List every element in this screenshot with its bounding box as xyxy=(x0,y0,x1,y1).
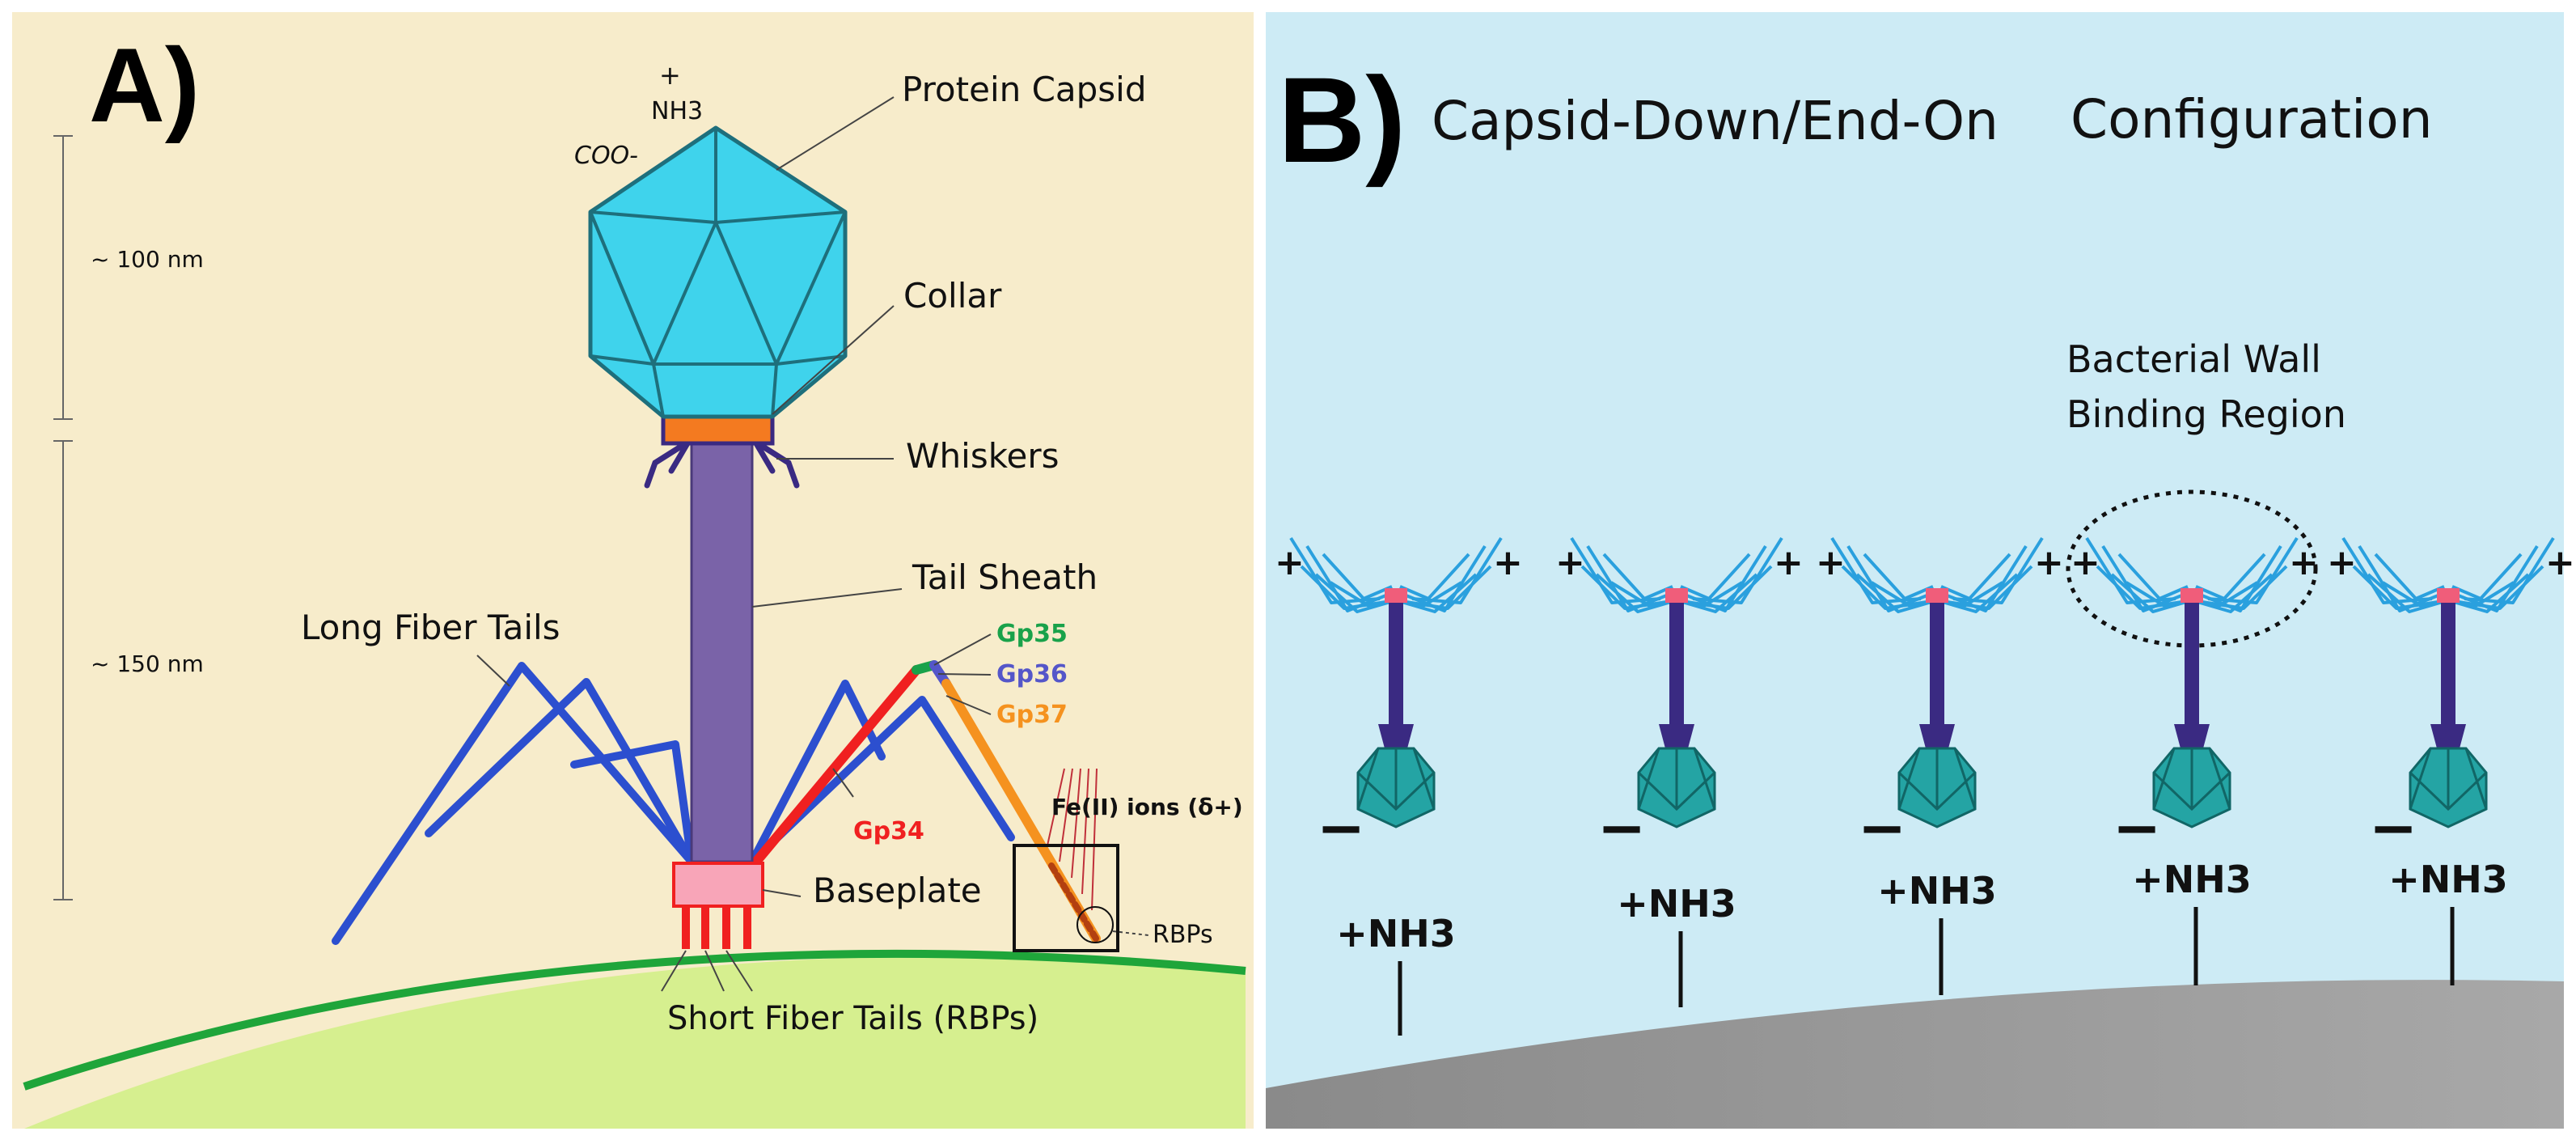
gp35-label: Gp35 xyxy=(996,620,1068,648)
plus-charge: + xyxy=(1555,542,1585,583)
surface-nh3-label: +NH3 xyxy=(1877,869,1997,913)
binding-region-label-line2: Binding Region xyxy=(2066,392,2346,436)
minus-charge: − xyxy=(1597,794,1646,862)
whiskers-label: Whiskers xyxy=(906,436,1060,476)
panel-b-background xyxy=(1266,12,2564,1129)
panel-a-letter: A) xyxy=(89,26,200,144)
phage-row: ++−+NH3++−+NH3++−+NH3++−+NH3++−+NH3 xyxy=(1275,536,2575,1036)
baseplate-label: Baseplate xyxy=(813,871,982,910)
nh3-charge-plus: + xyxy=(659,60,681,91)
gp34-label: Gp34 xyxy=(853,817,924,845)
plus-charge: + xyxy=(2034,542,2064,583)
gp36-label: Gp36 xyxy=(996,660,1068,689)
protein-capsid-label: Protein Capsid xyxy=(902,70,1147,109)
long-fiber-tails xyxy=(332,662,1015,945)
panel-b-title-left: Capsid-Down/End-On xyxy=(1432,90,1999,152)
rbp-circle xyxy=(1077,906,1114,943)
gp-fiber xyxy=(751,660,1101,943)
bacterial-surface xyxy=(24,955,1246,1129)
bacterial-surface-edge xyxy=(23,949,1246,1091)
phage-capsid xyxy=(1356,747,1436,828)
nh3-label: NH3 xyxy=(651,97,703,125)
surface-nh3-label: +NH3 xyxy=(2132,858,2252,901)
plus-charge: + xyxy=(1816,542,1846,583)
collar-label: Collar xyxy=(903,276,1002,316)
short-fiber-tails xyxy=(682,906,751,949)
phage-fibers xyxy=(2341,536,2555,613)
phage-3: + + − +NH3 xyxy=(1816,536,2064,995)
plus-charge: + xyxy=(1774,542,1804,583)
phage-collar xyxy=(1919,724,1955,748)
plus-charge: + xyxy=(1493,542,1523,583)
coo-label: COO- xyxy=(574,142,638,170)
phage-collar xyxy=(1378,724,1414,748)
phage-baseplate xyxy=(2181,588,2203,603)
minus-charge: − xyxy=(1858,794,1906,862)
phage-tail xyxy=(2185,603,2199,724)
baseplate xyxy=(672,862,764,908)
plus-charge: + xyxy=(2545,542,2575,583)
plus-charge: + xyxy=(2327,542,2357,583)
phage-tail xyxy=(1669,603,1684,724)
scale-150nm-label: ~ 150 nm xyxy=(91,650,204,677)
minus-charge: − xyxy=(2113,794,2161,862)
panel-b: B) Capsid-Down/End-On Configuration Bact… xyxy=(1266,12,2575,1129)
collar xyxy=(661,414,775,446)
phage-collar xyxy=(1659,724,1694,748)
whiskers xyxy=(644,440,800,489)
scale-bar xyxy=(53,135,73,900)
rbps-label: RBPs xyxy=(1153,921,1213,949)
phage-2: + + − +NH3 xyxy=(1555,536,1804,1007)
surface-nh3-label: +NH3 xyxy=(2388,858,2508,901)
protein-capsid xyxy=(588,125,848,419)
phage-collar xyxy=(2430,724,2466,748)
phage-capsid xyxy=(2152,747,2231,828)
phage-fibers xyxy=(1830,536,2044,613)
leader-lines xyxy=(476,96,1149,992)
plus-charge: + xyxy=(2071,542,2100,583)
phage-tail xyxy=(2441,603,2455,724)
surface-nh3-label: +NH3 xyxy=(1617,882,1736,926)
scale-100nm-label: ~ 100 nm xyxy=(91,246,204,273)
phage-capsid xyxy=(2409,747,2488,828)
phage-baseplate xyxy=(1926,588,1948,603)
surface-nh3-label: +NH3 xyxy=(1336,912,1456,955)
short-fiber-tails-label: Short Fiber Tails (RBPs) xyxy=(667,1000,1038,1037)
minus-charge: − xyxy=(1317,794,1365,862)
bacterial-wall-surface xyxy=(1266,980,2564,1129)
phage-4: + + −+NH3 xyxy=(2071,536,2319,985)
phage-baseplate xyxy=(1385,588,1407,603)
phage-tail xyxy=(1389,603,1403,724)
tail-sheath xyxy=(690,435,754,863)
panel-b-title-right: Configuration xyxy=(2071,88,2433,150)
phage-baseplate xyxy=(2437,588,2460,603)
panel-b-letter: B) xyxy=(1278,52,1406,188)
phage-capsid xyxy=(1637,747,1716,828)
long-fiber-tails-label: Long Fiber Tails xyxy=(301,608,560,647)
minus-charge: − xyxy=(2369,794,2417,862)
phage-capsid xyxy=(1897,747,1977,828)
binding-region-label-line1: Bacterial Wall xyxy=(2066,337,2321,381)
phage-1: + + − +NH3 xyxy=(1275,536,1523,1036)
plus-charge: + xyxy=(2289,542,2319,583)
phage-collar xyxy=(2174,724,2210,748)
phage-baseplate xyxy=(1665,588,1688,603)
gp37-label: Gp37 xyxy=(996,701,1068,729)
fe-ions-label: Fe(II) ions (δ+) xyxy=(1051,794,1243,820)
phage-fibers xyxy=(2085,536,2299,613)
phage-5: + + −+NH3 xyxy=(2327,536,2575,985)
tail-sheath-label: Tail Sheath xyxy=(912,557,1098,597)
plus-charge: + xyxy=(1275,542,1305,583)
phage-fibers xyxy=(1570,536,1783,613)
phage-tail xyxy=(1930,603,1944,724)
rbp-inset-box xyxy=(1013,844,1119,952)
panel-a: ~ 100 nm ~ 150 nm A) xyxy=(12,12,1254,1129)
